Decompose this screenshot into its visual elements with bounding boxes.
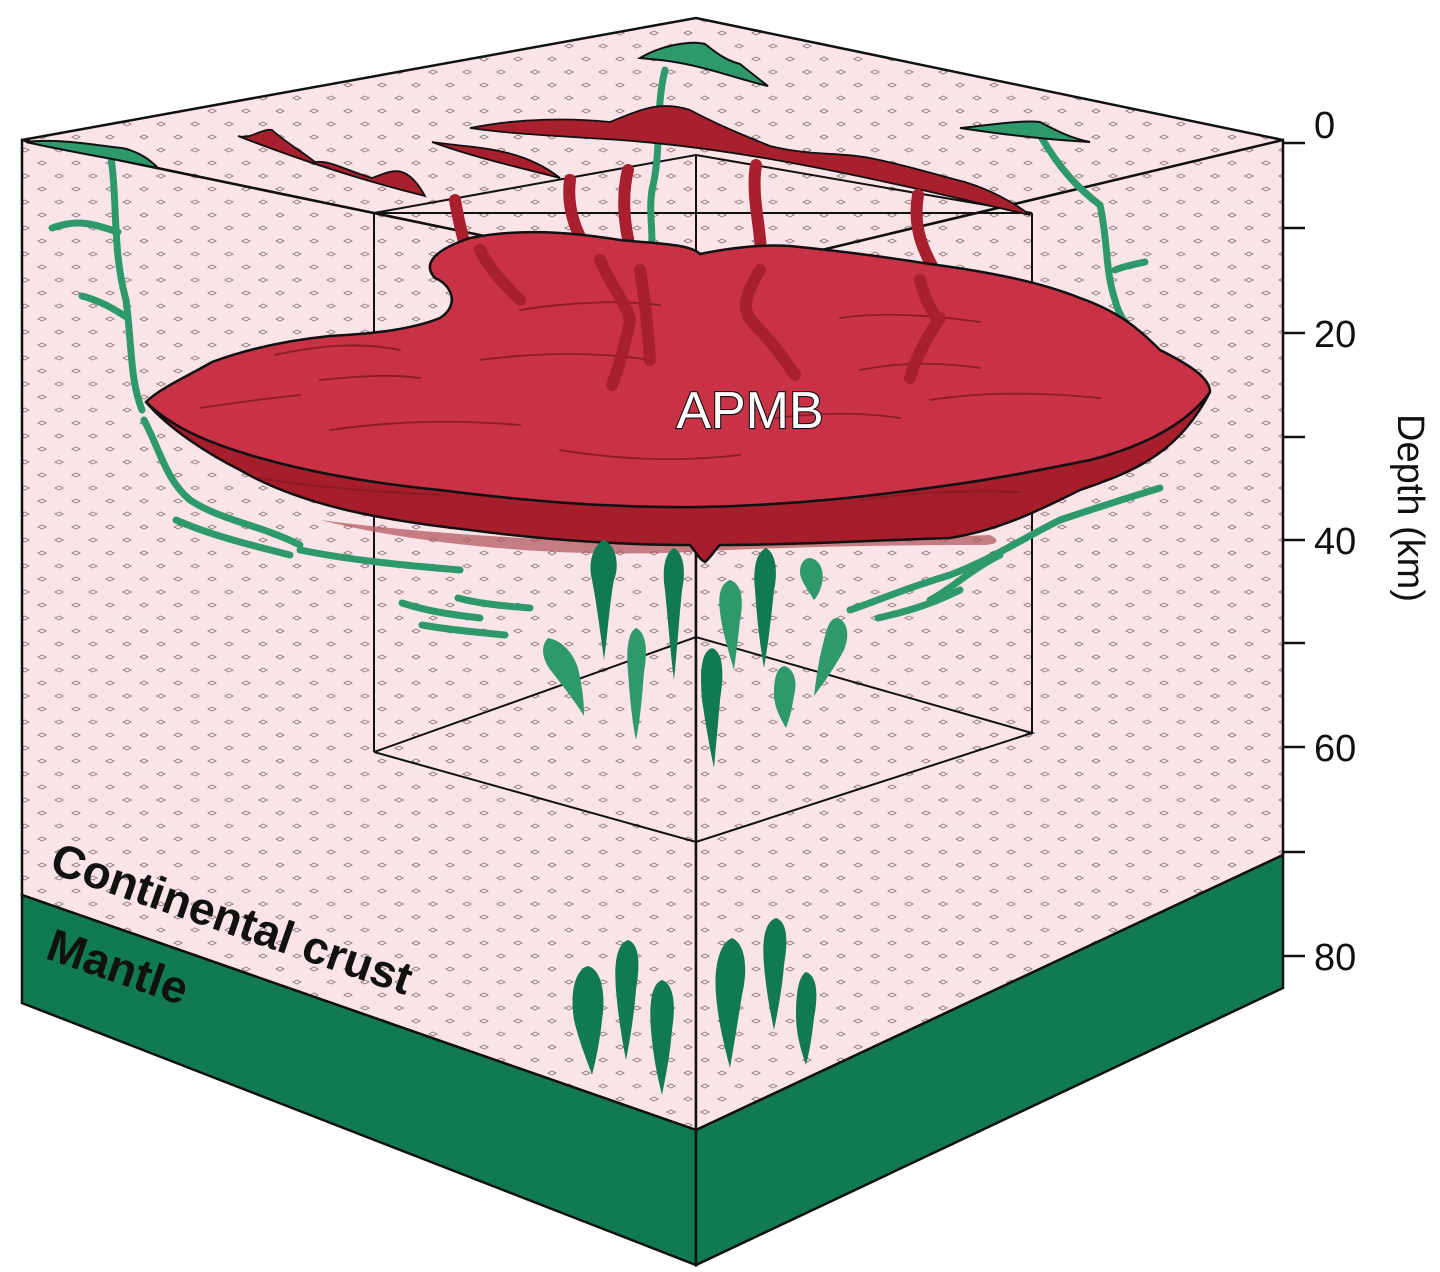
depth-axis: 0 20 40 60 80 Depth (km) [1283,105,1431,979]
cutaway-box [21,139,1036,1130]
green-dykes [48,66,1164,639]
tick-label-20: 20 [1314,314,1356,356]
diapir [774,666,796,728]
diapir [763,918,787,1030]
diapir [615,940,639,1060]
tick-label-80: 80 [1314,937,1356,979]
tick-label-40: 40 [1314,521,1356,563]
diapir [701,648,723,768]
tick-label-60: 60 [1314,728,1356,770]
depth-axis-title: Depth (km) [1389,414,1431,602]
apmb-magma-body: APMB [144,230,1212,564]
tick-label-0: 0 [1314,105,1335,147]
diapir [814,618,848,696]
diapir [650,980,674,1095]
diapir [800,558,823,600]
diapir [715,938,746,1068]
diapir [663,548,684,680]
apmb-top [144,230,1212,509]
apmb-texture-lines [199,301,1101,501]
diapir [543,638,584,716]
diapir [627,628,646,740]
diapir [719,580,742,670]
diapir [590,540,617,660]
apmb-shadow [320,520,997,554]
red-dykes-in-apmb [474,244,946,391]
diapir [796,972,817,1065]
apmb-label: APMB [676,382,823,440]
green-diapirs-lower [572,918,817,1095]
green-surface-deposits [25,41,1091,170]
mantle-right-face [694,853,1285,1267]
diapir [754,548,776,668]
green-diapirs-upper [543,540,848,768]
diapir [572,966,604,1075]
axis-ticks [1283,141,1305,958]
mantle-layer [20,853,1285,1267]
red-surface-deposits [237,105,1031,216]
